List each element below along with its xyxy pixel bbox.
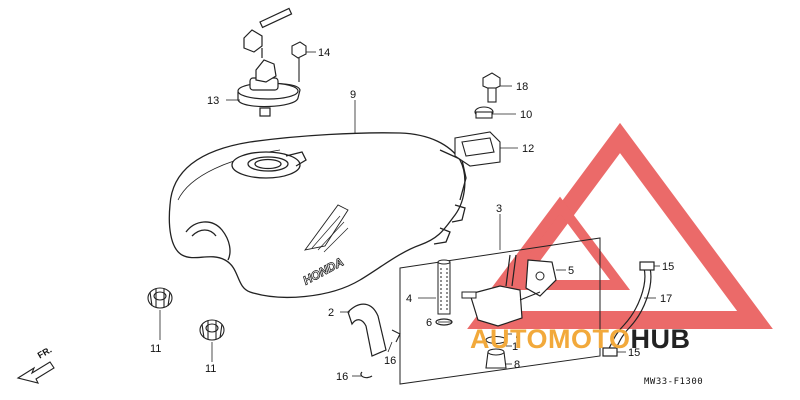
watermark-text: AUTOMOTOHUB	[470, 324, 691, 354]
callout-3: 3	[496, 203, 502, 215]
callout-2: 2	[328, 307, 334, 319]
callout-15a: 15	[662, 261, 674, 273]
callout-8: 8	[514, 359, 520, 371]
front-arrow-icon	[16, 361, 55, 384]
key-icon	[243, 7, 293, 83]
callout-6: 6	[426, 317, 432, 329]
watermark-logo-icon	[467, 122, 773, 329]
callout-16b: 16	[336, 371, 348, 383]
callout-4: 4	[406, 293, 412, 305]
collar-10-icon	[474, 106, 494, 119]
callout-13: 13	[207, 95, 219, 107]
callout-14: 14	[318, 47, 330, 59]
leader-lines	[159, 51, 660, 377]
fuel-tank	[168, 132, 467, 299]
bolt-18-icon	[482, 72, 501, 103]
front-arrow-label: FR.	[36, 345, 54, 361]
callout-11a: 11	[150, 343, 161, 355]
overflow-tube-icon	[602, 261, 655, 357]
callout-labels: 1 2 3 4 5 6 7 8 9 10 11 11 12 13 14 15 1…	[150, 47, 674, 383]
callout-18: 18	[516, 81, 528, 93]
callout-15b: 15	[628, 347, 640, 359]
rubber-mount-icon	[147, 287, 173, 309]
fuel-valve-assembly	[347, 237, 601, 385]
rubber-mount-icon	[199, 319, 225, 341]
callout-16a: 16	[384, 355, 396, 367]
bracket-12-icon	[454, 131, 501, 167]
watermark-text-part-1: AUTOMOTO	[470, 324, 631, 354]
callout-7: 7	[514, 329, 520, 341]
callout-5: 5	[568, 265, 574, 277]
callout-9: 9	[350, 89, 356, 101]
callout-12: 12	[522, 143, 534, 155]
watermark-text-part-2: HUB	[631, 324, 691, 354]
callout-10: 10	[520, 109, 532, 121]
callout-17: 17	[660, 293, 672, 305]
bolt-14-icon	[291, 41, 307, 82]
figure-code: MW33-F1300	[644, 377, 703, 387]
callout-11b: 11	[205, 363, 216, 375]
fuel-cap-icon	[237, 77, 301, 117]
callout-1: 1	[512, 341, 518, 353]
